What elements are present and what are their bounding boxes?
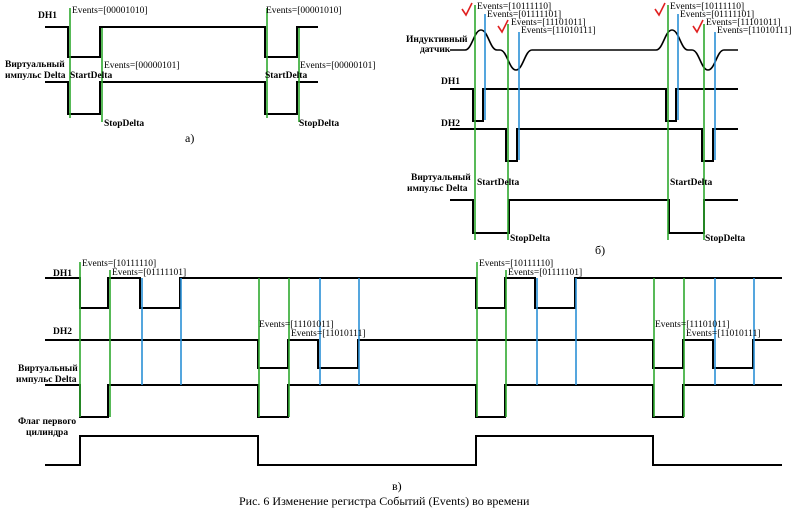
panel-a: DH1 Виртуальный импульс Delta Events=[00… (5, 6, 376, 145)
panel-b-event-label-3: Events=[11101011] (511, 18, 585, 28)
panel-c-first-cylinder-flag-signal (45, 435, 782, 466)
panel-c-virtual-label-line1: Виртуальный (18, 363, 78, 374)
panel-b-event-label-6: Events=[01111101] (680, 10, 754, 20)
panel-c-event-label-5: Events=[10111110] (479, 259, 553, 269)
panel-c-virtual-signal (45, 384, 782, 418)
panel-b-virtual-signal (450, 199, 738, 234)
panel-c-dh2-signal (45, 339, 782, 369)
panel-c-virtual-label-line2: импульс Delta (16, 375, 77, 385)
panel-b-event-label-5: Events=[10111110] (670, 2, 744, 12)
panel-c-flag-label-line2: цилиндра (26, 428, 68, 438)
panel-c-event-label-1: Events=[10111110] (82, 259, 156, 269)
panel-a-caption: а) (185, 131, 194, 145)
panel-c-event-label-4: Events=[11010111] (291, 329, 365, 339)
panel-b: Индуктивный датчик DH1 DH2 Виртуальный и… (406, 2, 791, 257)
panel-b-check-icon-2 (497, 19, 509, 34)
panel-c-event-label-8: Events=[11010111] (686, 329, 760, 339)
panel-a-dh1-label: DH1 (38, 11, 57, 21)
panel-a-dh1-signal (45, 26, 318, 58)
panel-c-event-label-7: Events=[11101011] (655, 320, 729, 330)
panel-b-caption: б) (595, 243, 605, 257)
panel-b-event-label-1: Events=[10111110] (477, 2, 551, 12)
panel-a-virtual-label-line1: Виртуальный (5, 59, 65, 70)
panel-c-event-label-3: Events=[11101011] (259, 320, 333, 330)
panel-b-dh2-label: DH2 (441, 119, 460, 129)
panel-c-dh2-label: DH2 (53, 327, 72, 337)
panel-b-dh1-label: DH1 (441, 77, 460, 87)
panel-a-event-label-4: Events=[00000101] (300, 61, 376, 71)
panel-b-dh2-signal (450, 128, 738, 162)
panel-b-inductive-sensor-waveform (450, 29, 738, 71)
panel-b-virtual-label-line2: импульс Delta (407, 184, 468, 194)
panel-b-event-label-7: Events=[11101011] (706, 18, 780, 28)
panel-b-start-delta-1: StartDelta (477, 178, 519, 188)
panel-c: DH1 DH2 Виртуальный импульс Delta Флаг п… (16, 259, 782, 493)
panel-b-event-label-8: Events=[11010111] (717, 26, 791, 36)
panel-a-event-label-3: Events=[00001010] (266, 6, 342, 16)
panel-b-check-icon-3 (654, 2, 666, 17)
panel-c-event-label-6: Events=[01111101] (508, 268, 582, 278)
panel-c-event-label-2: Events=[01111101] (112, 268, 186, 278)
panel-b-event-label-2: Events=[01111101] (487, 10, 561, 20)
panel-c-dh1-label: DH1 (53, 269, 72, 279)
panel-a-start-delta-2: StartDelta (265, 71, 307, 81)
panel-b-stop-delta-1: StopDelta (510, 234, 550, 244)
panel-b-stop-delta-2: StopDelta (705, 234, 745, 244)
panel-b-start-delta-2: StartDelta (670, 178, 712, 188)
figure-caption: Рис. 6 Изменение регистра Событий (Event… (239, 494, 530, 508)
panel-b-dh1-signal (450, 88, 738, 122)
panel-a-event-label-2: Events=[00000101] (104, 61, 180, 71)
panel-a-stop-delta-2: StopDelta (299, 119, 339, 129)
panel-a-virtual-label-line2: импульс Delta (5, 71, 66, 81)
panel-a-virtual-signal (45, 81, 318, 115)
panel-c-dh1-signal (45, 277, 782, 309)
panel-b-sensor-label-line2: датчик (420, 45, 451, 55)
panel-b-check-icon-4 (692, 19, 704, 34)
panel-b-event-label-4: Events=[11010111] (521, 26, 595, 36)
panel-a-event-label-1: Events=[00001010] (72, 6, 148, 16)
panel-a-start-delta-1: StartDelta (70, 71, 112, 81)
panel-b-sensor-label-line1: Индуктивный (406, 34, 468, 45)
panel-c-flag-label-line1: Флаг первого (18, 417, 76, 427)
panel-c-caption: в) (392, 479, 402, 493)
panel-b-check-icon-1 (461, 2, 473, 17)
panel-a-stop-delta-1: StopDelta (104, 119, 144, 129)
panel-b-virtual-label-line1: Виртуальный (411, 172, 471, 183)
